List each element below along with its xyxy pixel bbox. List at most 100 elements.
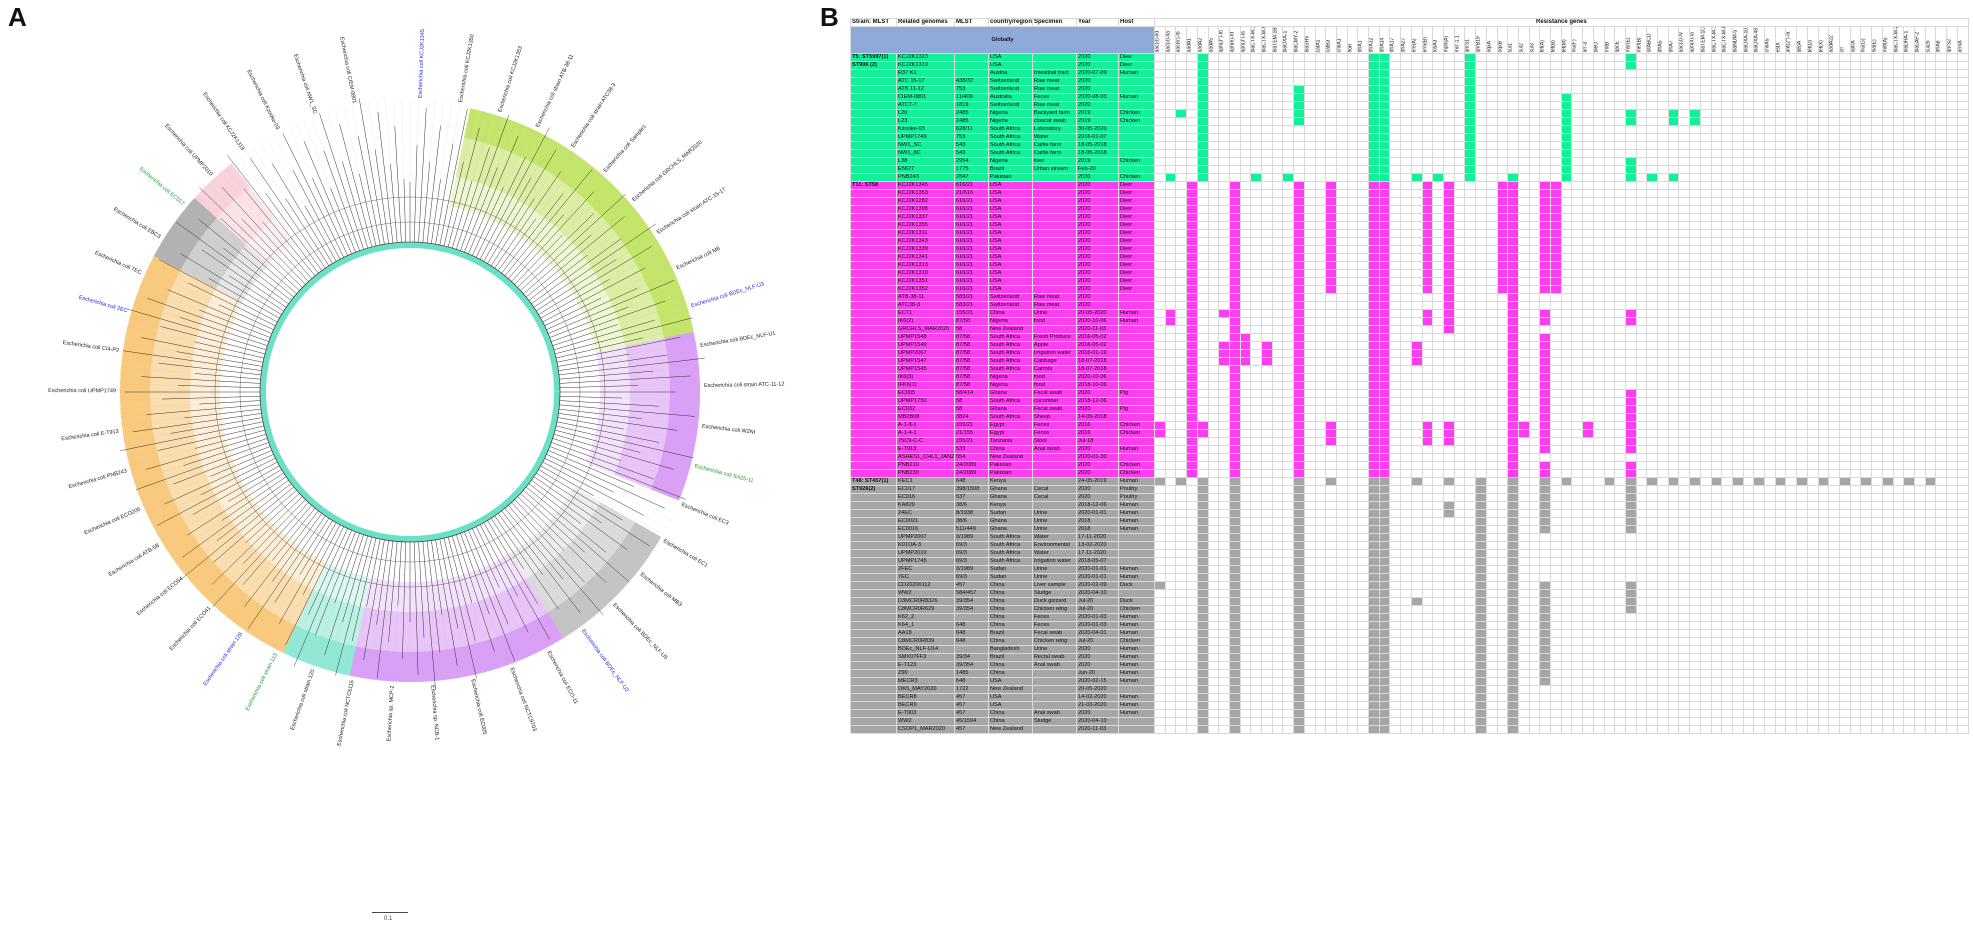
gene-presence-cell <box>1507 85 1519 94</box>
gene-presence-cell <box>1186 141 1198 150</box>
gene-presence-cell <box>1849 309 1862 318</box>
gene-presence-cell <box>1496 421 1509 430</box>
gene-presence-cell <box>1924 261 1937 270</box>
gene-presence-cell <box>1699 93 1712 102</box>
gene-presence-cell <box>1753 253 1766 262</box>
tree-branch <box>278 522 337 624</box>
gene-presence-cell <box>1218 133 1230 142</box>
gene-presence-cell <box>1175 93 1188 102</box>
tree-leader <box>393 100 395 127</box>
tree-branch <box>558 357 706 376</box>
cell-strain <box>850 269 897 278</box>
tree-branch <box>504 168 593 277</box>
gene-presence-cell <box>1924 53 1937 62</box>
tree-leader <box>189 200 244 249</box>
gene-presence-cell <box>1796 301 1808 310</box>
tree-branch <box>525 486 607 553</box>
gene-presence-cell <box>1817 85 1830 94</box>
gene-presence-cell <box>1839 109 1851 118</box>
cell-year: 2020 <box>1076 389 1119 398</box>
gene-presence-cell <box>1250 301 1263 310</box>
cell-year: 2020 <box>1076 261 1119 270</box>
gene-presence-cell <box>1935 165 1948 174</box>
gene-presence-cell <box>1346 125 1359 134</box>
tree-leader <box>507 624 524 662</box>
gene-presence-cell <box>1689 333 1701 342</box>
gene-header: arr-3 <box>1582 26 1594 54</box>
cell-related: PNB210 <box>896 461 955 470</box>
gene-presence-cell <box>1432 197 1444 206</box>
gene-presence-cell <box>1731 197 1744 206</box>
gene-presence-cell <box>1774 77 1787 86</box>
gene-presence-cell <box>1421 341 1434 350</box>
gene-presence-cell <box>1218 421 1230 430</box>
cell-related: E5627 <box>896 165 955 174</box>
gene-presence-cell <box>1806 301 1819 310</box>
gene-presence-cell <box>1528 157 1541 166</box>
gene-presence-cell <box>1314 197 1327 206</box>
gene-presence-cell <box>1699 437 1712 446</box>
gene-presence-cell <box>1753 301 1766 310</box>
tree-branch <box>472 187 504 256</box>
gene-presence-cell <box>1956 349 1969 358</box>
gene-presence-cell <box>1603 261 1616 270</box>
gene-presence-cell <box>1785 309 1798 318</box>
gene-presence-cell <box>1175 421 1188 430</box>
gene-presence-cell <box>1892 381 1905 390</box>
gene-presence-cell <box>1325 93 1337 102</box>
gene-presence-cell <box>1764 309 1776 318</box>
gene-presence-cell <box>1539 77 1552 86</box>
gene-presence-cell <box>1261 181 1273 190</box>
gene-presence-cell <box>1528 173 1541 182</box>
gene-presence-cell <box>1785 253 1798 262</box>
gene-presence-cell <box>1335 453 1348 462</box>
gene-presence-cell <box>1228 53 1241 62</box>
gene-presence-cell <box>1571 285 1584 294</box>
gene-presence-cell <box>1314 349 1327 358</box>
gene-presence-cell <box>1389 205 1402 214</box>
gene-presence-cell <box>1828 197 1840 206</box>
gene-presence-cell <box>1560 389 1573 398</box>
gene-presence-cell <box>1154 325 1166 334</box>
gene-presence-cell <box>1442 373 1455 382</box>
gene-presence-cell <box>1742 389 1755 398</box>
gene-presence-cell <box>1517 93 1530 102</box>
gene-presence-cell <box>1839 333 1851 342</box>
gene-presence-cell <box>1592 213 1605 222</box>
gene-presence-cell <box>1764 357 1776 366</box>
gene-presence-cell <box>1881 213 1894 222</box>
clade-teal-inner <box>282 625 356 676</box>
gene-presence-cell <box>1582 413 1594 422</box>
tree-branch <box>402 541 406 659</box>
gene-presence-cell <box>1903 405 1915 414</box>
gene-presence-cell <box>1635 61 1648 70</box>
gene-presence-cell <box>1871 389 1883 398</box>
gene-presence-cell <box>1421 293 1434 302</box>
gene-presence-cell <box>1839 413 1851 422</box>
gene-presence-cell <box>1432 109 1444 118</box>
gene-presence-cell <box>1828 445 1840 454</box>
gene-presence-cell <box>1806 237 1819 246</box>
gene-presence-cell <box>1817 141 1830 150</box>
gene-presence-cell <box>1646 445 1659 454</box>
gene-presence-cell <box>1881 437 1894 446</box>
header-related: Related genomes <box>896 18 955 27</box>
gene-presence-cell <box>1646 77 1659 86</box>
gene-presence-cell <box>1464 61 1477 70</box>
gene-presence-cell <box>1271 85 1284 94</box>
gene-presence-cell <box>1335 221 1348 230</box>
gene-presence-cell <box>1528 365 1541 374</box>
gene-presence-cell <box>1571 293 1584 302</box>
tree-branch <box>538 469 623 521</box>
gene-presence-cell <box>1657 197 1669 206</box>
gene-presence-cell <box>1710 261 1723 270</box>
cell-strain <box>850 349 897 358</box>
gene-presence-cell <box>1250 205 1263 214</box>
gene-presence-cell <box>1539 149 1552 158</box>
gene-presence-cell <box>1614 453 1626 462</box>
gene-presence-cell <box>1689 189 1701 198</box>
gene-presence-cell <box>1774 149 1787 158</box>
gene-header: sitABCD <box>1646 26 1659 54</box>
